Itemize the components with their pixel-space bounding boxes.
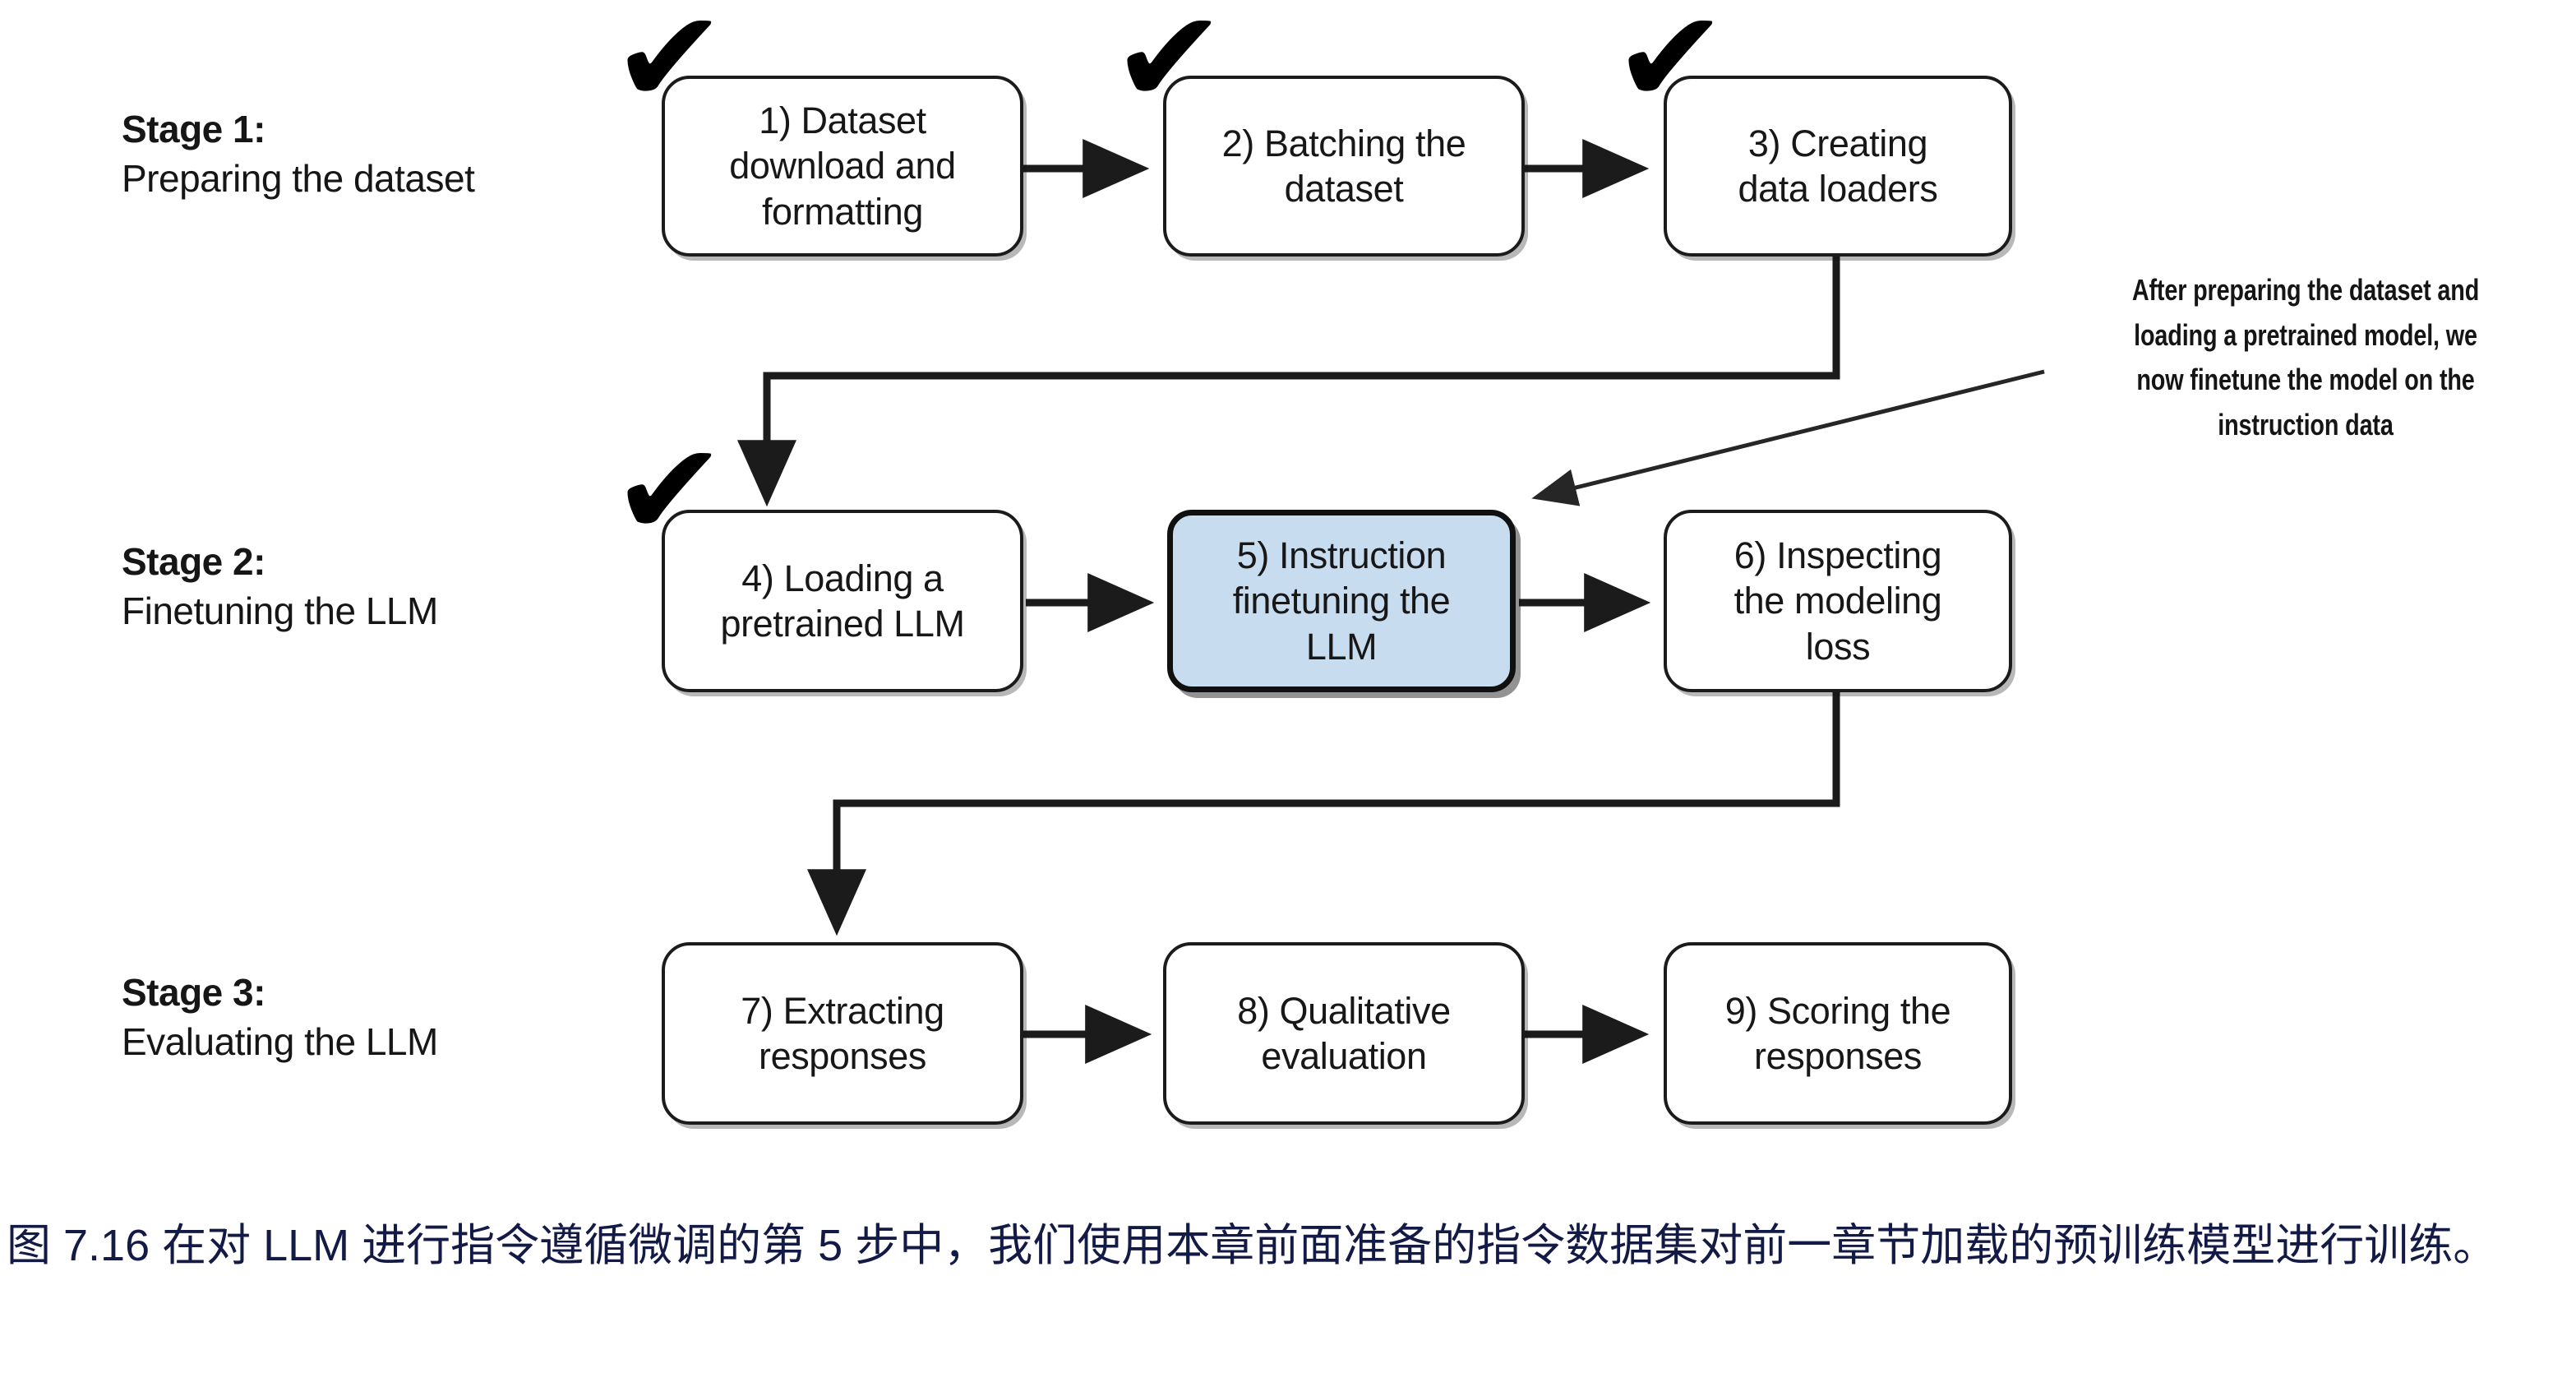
annotation-line-3: now finetune the model on the: [2136, 363, 2475, 397]
flow-node-2-line-2: dataset: [1284, 168, 1404, 210]
flow-node-3[interactable]: 3) Creating data loaders: [1664, 76, 2012, 257]
flow-node-9-line-2: responses: [1753, 1035, 1923, 1077]
flow-node-1[interactable]: 1) Dataset download and formatting: [662, 76, 1023, 257]
stage-label-3: Stage 3: Evaluating the LLM: [122, 968, 438, 1067]
flow-node-6[interactable]: 6) Inspecting the modeling loss: [1664, 510, 2012, 692]
annotation-leader-arrow: [1531, 369, 2045, 506]
flow-node-6-line-2: the modeling: [1733, 580, 1942, 622]
stage-label-1: Stage 1: Preparing the dataset: [122, 105, 475, 204]
flow-node-4-line-1: 4) Loading a: [741, 557, 944, 599]
flow-node-6-line-1: 6) Inspecting: [1733, 534, 1942, 576]
flow-node-9-line-1: 9) Scoring the: [1724, 989, 1951, 1032]
flow-node-2[interactable]: 2) Batching the dataset: [1163, 76, 1525, 257]
annotation-line-4: instruction data: [2218, 408, 2394, 442]
flow-node-2-line-1: 2) Batching the: [1221, 122, 1466, 164]
figure-caption: 图 7.16 在对 LLM 进行指令遵循微调的第 5 步中，我们使用本章前面准备…: [7, 1221, 2498, 1270]
flow-node-7-line-2: responses: [758, 1035, 927, 1077]
flow-node-5-line-3: LLM: [1305, 625, 1378, 668]
flow-node-1-line-3: formatting: [761, 190, 924, 233]
flow-node-3-line-1: 3) Creating: [1747, 122, 1928, 164]
flow-node-8-line-1: 8) Qualitative: [1237, 989, 1451, 1032]
flow-node-7[interactable]: 7) Extracting responses: [662, 942, 1023, 1125]
flow-node-1-line-2: download and: [729, 145, 956, 187]
connector-stage2-to-stage3: [807, 689, 1840, 936]
stage-1-subtitle: Preparing the dataset: [122, 156, 475, 200]
check-icon-node-1: ✔: [612, 0, 727, 134]
connector-stage1-to-stage2: [737, 253, 1840, 507]
stage-2-subtitle: Finetuning the LLM: [122, 589, 438, 632]
flow-node-8[interactable]: 8) Qualitative evaluation: [1163, 942, 1525, 1125]
flow-node-4[interactable]: 4) Loading a pretrained LLM: [662, 510, 1023, 692]
check-icon-node-3: ✔: [1613, 0, 1729, 134]
flow-node-9[interactable]: 9) Scoring the responses: [1664, 942, 2012, 1125]
stage-1-title: Stage 1:: [122, 108, 265, 150]
stage-3-title: Stage 3:: [122, 971, 265, 1014]
flow-node-5-line-2: finetuning the: [1232, 580, 1451, 622]
flow-node-7-line-1: 7) Extracting: [741, 989, 944, 1032]
flow-node-5-line-1: 5) Instruction: [1236, 534, 1447, 576]
flow-node-4-line-2: pretrained LLM: [720, 603, 965, 645]
check-icon-node-4: ✔: [612, 415, 727, 566]
flow-node-1-line-1: 1) Dataset: [759, 99, 926, 141]
flow-node-5[interactable]: 5) Instruction finetuning the LLM: [1167, 510, 1516, 692]
stage-2-title: Stage 2:: [122, 540, 265, 583]
annotation-line-1: After preparing the dataset and: [2131, 273, 2480, 307]
stage-label-2: Stage 2: Finetuning the LLM: [122, 538, 438, 636]
check-icon-node-2: ✔: [1111, 0, 1227, 134]
flow-node-8-line-2: evaluation: [1261, 1035, 1427, 1077]
flow-node-6-line-3: loss: [1805, 625, 1871, 668]
annotation-line-2: loading a pretrained model, we: [2134, 317, 2477, 352]
stage-3-subtitle: Evaluating the LLM: [122, 1019, 438, 1063]
annotation-note: After preparing the dataset and loading …: [2079, 268, 2532, 448]
flow-node-3-line-2: data loaders: [1738, 168, 1938, 210]
